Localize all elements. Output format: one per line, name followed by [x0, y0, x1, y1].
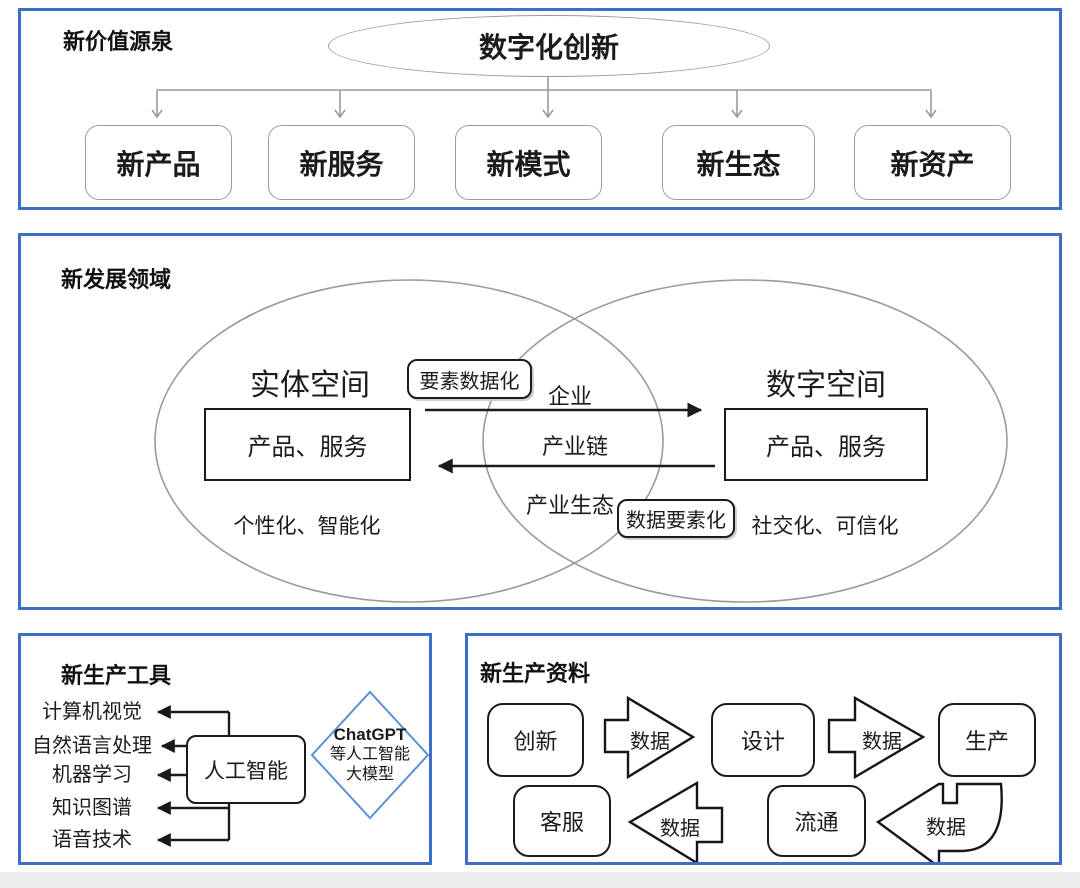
badge-label: 数据要素化: [626, 510, 726, 532]
data-arrow-label-3: 数据: [660, 818, 700, 840]
badge-data-factorization: 数据要素化: [617, 499, 735, 538]
block-arrow-bent-left: [875, 782, 1003, 862]
value-box-label: 新资产: [890, 148, 975, 180]
value-box-new-product: 新产品: [85, 125, 232, 200]
ai-box: 人工智能: [186, 735, 306, 804]
physical-space-label: 实体空间: [250, 369, 370, 402]
chatgpt-diamond-text: ChatGPT 等人工智能 大模型: [310, 725, 430, 785]
panel4-title: 新生产资料: [480, 661, 591, 686]
stage-box-label: 创新: [513, 729, 558, 754]
value-box-new-service: 新服务: [268, 125, 415, 200]
panel4-arrows-svg: [603, 695, 1003, 862]
value-box-label: 新模式: [486, 148, 571, 180]
stage-box-customer-service: 客服: [513, 785, 611, 857]
block-arrow-left-1: [627, 780, 724, 862]
stage-box-label: 客服: [539, 810, 584, 835]
flow-label-industry-chain: 产业链: [541, 434, 608, 459]
chatgpt-diamond-shape: [310, 690, 429, 820]
tool-item-speech-tech: 语音技术: [52, 829, 132, 851]
chatgpt-sub-label-2: 大模型: [345, 766, 394, 783]
box-label: 产品、服务: [766, 434, 886, 461]
page-bottom-strip: [0, 872, 1080, 888]
flow-label-enterprise: 企业: [547, 384, 592, 409]
badge-label: 要素数据化: [419, 370, 520, 393]
chatgpt-sub-label-1: 等人工智能: [329, 746, 410, 763]
value-box-label: 新生态: [696, 148, 781, 180]
physical-space-ellipse: [154, 279, 664, 603]
panel1-connectors-svg: [151, 75, 937, 119]
panel2-title: 新发展领域: [61, 267, 172, 292]
chatgpt-label: ChatGPT: [333, 725, 407, 744]
panel-new-production-materials: 新生产资料 创新 设计 生产 客服 流通 数据 数据 数据 数据: [465, 633, 1062, 865]
block-arrow-right-2: [827, 695, 926, 780]
value-box-label: 新产品: [116, 148, 201, 180]
panel3-connectors-svg: [156, 690, 429, 847]
panel1-title: 新价值源泉: [63, 29, 174, 54]
value-box-new-model: 新模式: [455, 125, 602, 200]
stage-box-innovation: 创新: [487, 703, 584, 777]
panel-new-development-areas: 新发展领域 实体空间 数字空间 产品、服务 产品、服务 要素数据化 数据要素化: [18, 233, 1062, 610]
panel-new-production-tools: 新生产工具 计算机视觉 自然语言处理 机器学习 知识图谱 语音技术 人工智能: [18, 633, 432, 865]
note-social-trusted: 社交化、可信化: [751, 515, 899, 538]
tool-item-knowledge-graph: 知识图谱: [52, 797, 132, 819]
value-box-new-asset: 新资产: [854, 125, 1011, 200]
digital-products-services-box: 产品、服务: [724, 408, 928, 481]
value-box-label: 新服务: [299, 148, 384, 180]
block-arrow-right-1: [603, 695, 696, 780]
panel-new-value-sources: 新价值源泉 数字化创新 新产品 新服务: [18, 8, 1062, 210]
badge-factor-datafication: 要素数据化: [407, 359, 532, 399]
digital-innovation-ellipse: 数字化创新: [328, 15, 770, 77]
stage-box-design: 设计: [711, 703, 815, 777]
value-box-new-ecosystem: 新生态: [662, 125, 815, 200]
digital-innovation-label: 数字化创新: [478, 32, 619, 63]
stage-box-circulation: 流通: [767, 785, 866, 857]
tool-item-nlp: 自然语言处理: [32, 735, 152, 757]
tool-item-machine-learning: 机器学习: [52, 764, 132, 786]
note-personalized-intelligent: 个性化、智能化: [233, 515, 381, 538]
stage-box-production: 生产: [938, 703, 1036, 777]
data-arrow-label-2: 数据: [862, 731, 902, 753]
panel2-venn-svg: [154, 279, 1008, 603]
stage-box-label: 设计: [740, 729, 785, 754]
data-arrow-label-1: 数据: [630, 731, 670, 753]
digital-space-ellipse: [482, 279, 1008, 603]
tool-item-computer-vision: 计算机视觉: [42, 701, 142, 723]
data-arrow-label-4: 数据: [926, 817, 966, 839]
digital-space-label: 数字空间: [766, 369, 886, 402]
stage-box-label: 流通: [794, 810, 839, 835]
flow-label-industry-ecosystem: 产业生态: [525, 493, 614, 518]
ai-box-label: 人工智能: [204, 759, 288, 783]
stage-box-label: 生产: [964, 729, 1009, 754]
panel3-title: 新生产工具: [61, 663, 172, 688]
box-label: 产品、服务: [247, 434, 368, 461]
physical-products-services-box: 产品、服务: [204, 408, 411, 481]
